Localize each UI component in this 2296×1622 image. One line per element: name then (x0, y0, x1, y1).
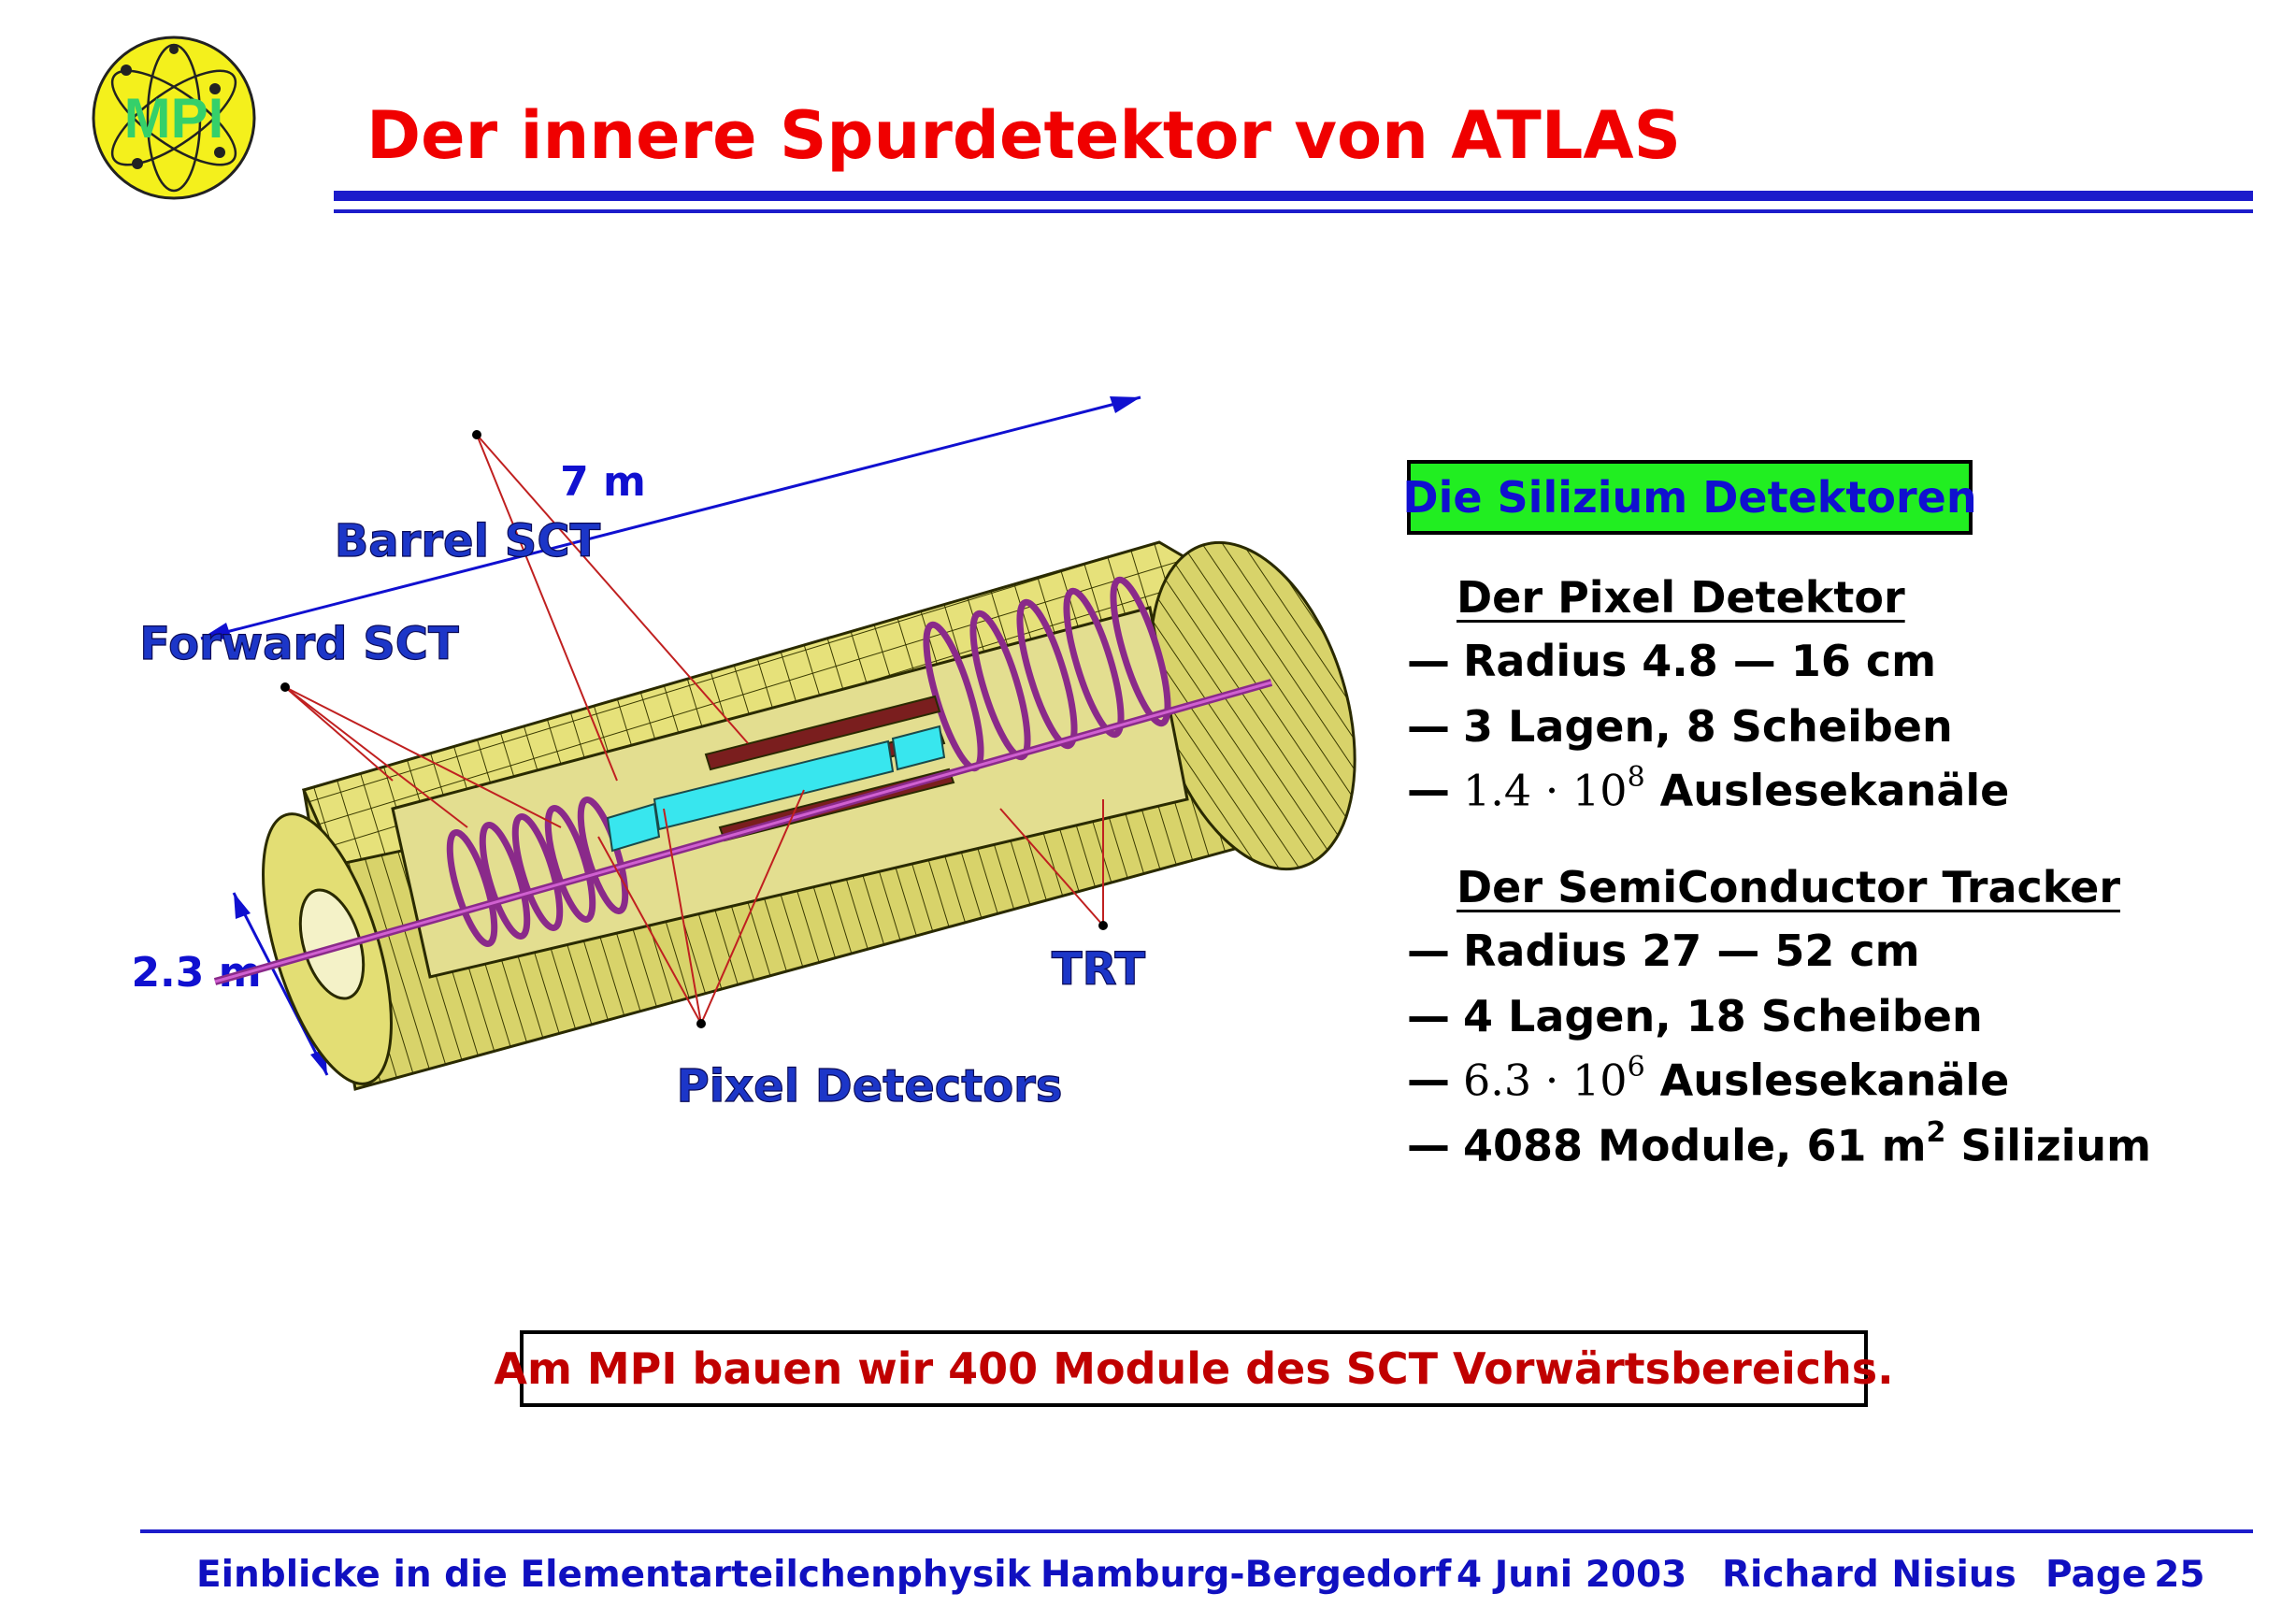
list-dash: — (1407, 765, 1450, 816)
channel-count-mantissa: 6.3 · 10 (1463, 1055, 1628, 1106)
logo-text: MPI (124, 87, 224, 150)
title-rule-thin (334, 209, 2253, 213)
sct-item-layers: — 4 Lagen, 18 Scheiben (1407, 991, 1983, 1041)
channel-count-exponent: 8 (1627, 761, 1645, 794)
list-item-text: Auslesekanäle (1659, 1055, 2010, 1106)
list-item-text: 4 Lagen, 18 Scheiben (1463, 991, 1983, 1041)
page-label: Page (2045, 1554, 2147, 1596)
leader-lines (284, 434, 1104, 1025)
length-arrow (200, 395, 1141, 640)
footer-author: Richard Nisius (1722, 1554, 2016, 1596)
pixel-item-channels: — 1.4 · 108 Auslesekanäle (1407, 761, 2010, 816)
sct-item-radius: — Radius 27 — 52 cm (1407, 926, 1920, 976)
diameter-arrow (232, 892, 329, 1076)
footer-location: Hamburg-Bergedorf (1040, 1554, 1452, 1596)
title-rule-thick (334, 191, 2253, 201)
inner-detector-illustration: 7 m 2.3 m (131, 395, 1356, 1113)
area-exponent: 2 (1926, 1116, 1946, 1149)
detector-body (213, 540, 1356, 1091)
list-item-text: Radius 4.8 — 16 cm (1463, 636, 1937, 686)
list-dash: — (1407, 701, 1450, 752)
list-item-text: Auslesekanäle (1659, 765, 2010, 816)
list-item-text: Radius 27 — 52 cm (1463, 926, 1920, 976)
barrel-sct-label: Barrel SCT (335, 515, 601, 567)
pixel-detector-heading: Der Pixel Detektor (1457, 572, 1905, 623)
list-item-text: 4088 Module, 61 m (1463, 1120, 1927, 1171)
list-dash: — (1407, 1120, 1450, 1171)
mpi-logo: MPI (92, 36, 256, 200)
trt-label: TRT (1052, 943, 1146, 996)
list-dash: — (1407, 926, 1450, 976)
list-item-text: Silizium (1960, 1120, 2152, 1171)
silicon-detectors-title: Die Silizium Detektoren (1402, 472, 1977, 523)
list-dash: — (1407, 1055, 1450, 1106)
mpi-note-box: Am MPI bauen wir 400 Module des SCT Vorw… (494, 1330, 1894, 1407)
sct-item-modules: — 4088 Module, 61 m2 Silizium (1407, 1116, 2152, 1171)
silicon-detectors-box: Die Silizium Detektoren (1402, 460, 1977, 535)
list-dash: — (1407, 636, 1450, 686)
footer-rule (140, 1529, 2253, 1533)
pixel-item-layers: — 3 Lagen, 8 Scheiben (1407, 701, 1953, 752)
footer-date: 4 Juni 2003 (1457, 1554, 1687, 1596)
channel-count-mantissa: 1.4 · 10 (1463, 765, 1628, 816)
page-number: 25 (2154, 1554, 2205, 1596)
sct-heading: Der SemiConductor Tracker (1457, 862, 2121, 912)
list-dash: — (1407, 991, 1450, 1041)
forward-sct-label: Forward SCT (139, 618, 459, 670)
page-title: Der innere Spurdetektor von ATLAS (366, 97, 1681, 174)
length-label: 7 m (560, 458, 646, 506)
pixel-detectors-label: Pixel Detectors (677, 1060, 1063, 1112)
pixel-item-radius: — Radius 4.8 — 16 cm (1407, 636, 1936, 686)
list-item-text: 3 Lagen, 8 Scheiben (1463, 701, 1953, 752)
mpi-note-text: Am MPI bauen wir 400 Module des SCT Vorw… (494, 1343, 1894, 1394)
sct-item-channels: — 6.3 · 106 Auslesekanäle (1407, 1051, 2010, 1106)
footer-course: Einblicke in die Elementarteilchenphysik (196, 1554, 1031, 1596)
channel-count-exponent: 6 (1627, 1051, 1645, 1084)
